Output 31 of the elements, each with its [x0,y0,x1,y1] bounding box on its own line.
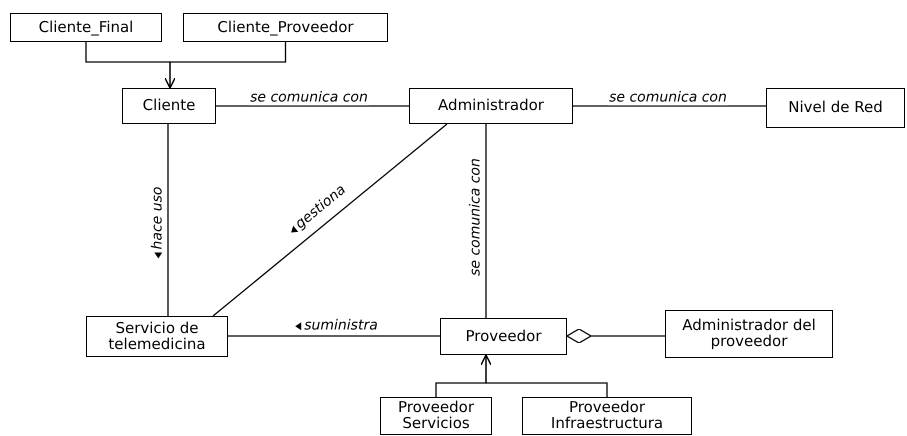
connector-line [164,42,286,89]
connector-line [216,105,409,107]
connector-line [566,328,665,344]
class-name: Administrador del proveedor [681,318,817,350]
connector-line [167,124,169,316]
connector-line [228,335,440,337]
class-name: Servicio de telemedicina [107,320,207,352]
class-name: Proveedor Servicios [397,400,475,432]
class-name: Cliente [142,98,196,114]
class-box [122,88,216,124]
connector-line [573,105,766,107]
class-name: Nivel de Red [788,100,883,116]
connector-line [485,124,487,318]
class-box [766,88,905,128]
class-box [183,13,388,42]
class-box [380,397,492,435]
connector-line [480,354,608,397]
edge-label: se comunica con [249,90,369,106]
class-box [10,13,162,42]
class-name: Administrador [438,98,544,114]
class-box [86,316,228,357]
class-box [440,318,567,355]
class-name: Cliente_Final [38,20,134,36]
class-name: Cliente_Proveedor [217,20,354,36]
class-box [409,88,573,124]
class-box [665,310,833,358]
edge-label: se comunica con [608,90,728,106]
class-box [522,397,692,435]
class-name: Proveedor Infraestructura [550,400,664,432]
class-name: Proveedor [466,328,542,344]
connector-line [212,124,448,316]
